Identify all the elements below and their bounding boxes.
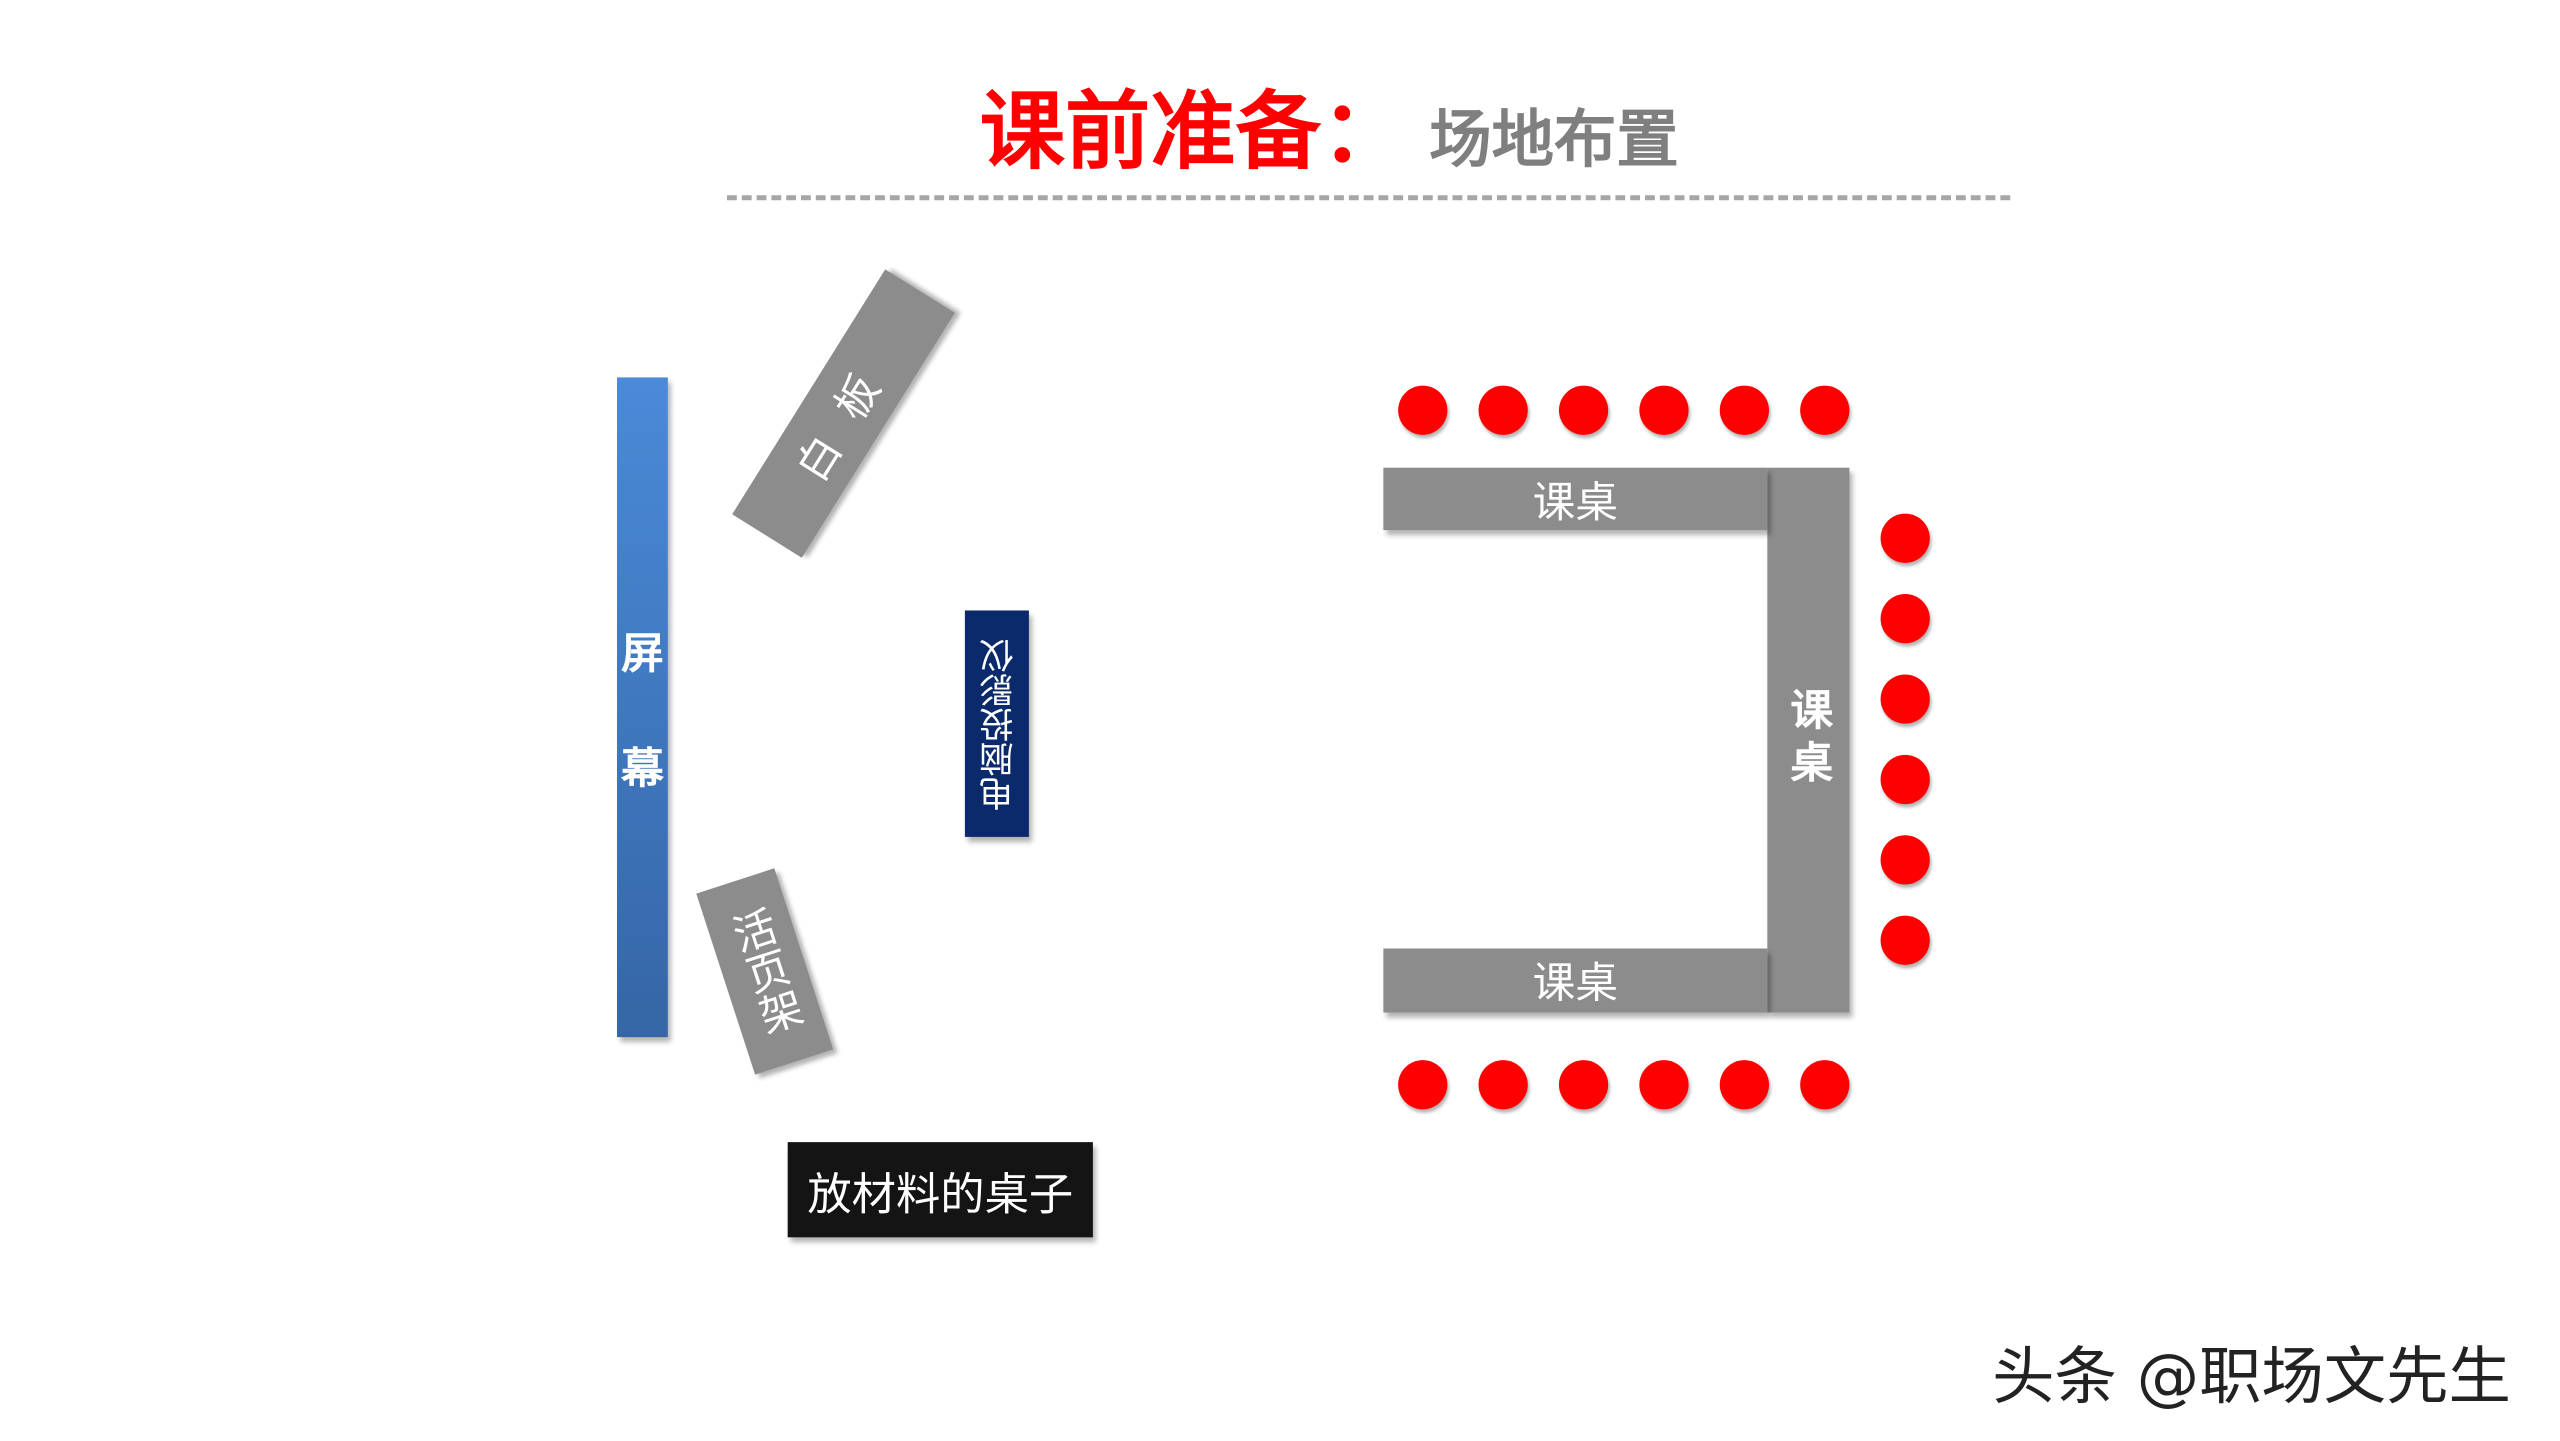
seat-top — [1800, 385, 1850, 435]
desk-bottom: 课桌 — [1383, 948, 1768, 1013]
seat-top — [1639, 385, 1689, 435]
title-sub: 场地布置 — [1429, 103, 1679, 176]
seat-right — [1880, 513, 1930, 563]
flipchart-label: 活页架 — [720, 903, 808, 1041]
seat-right — [1880, 754, 1930, 805]
seat-bottom — [1478, 1060, 1528, 1110]
projector-label: 电脑投影仪 — [977, 637, 1017, 810]
seat-bottom — [1800, 1060, 1850, 1110]
projection-screen: 屏 幕 — [617, 377, 668, 1038]
flipchart: 活页架 — [696, 868, 834, 1075]
screen-label-2: 幕 — [621, 745, 664, 795]
seat-right — [1880, 594, 1930, 644]
page-title: 课前准备： 场地布置 — [0, 62, 2560, 185]
material-table-label: 放材料的桌子 — [807, 1169, 1074, 1221]
whiteboard-label: 白板 — [787, 341, 907, 491]
watermark: 头条 @职场文先生 — [1992, 1340, 2511, 1413]
seat-bottom — [1639, 1060, 1689, 1110]
seat-top — [1719, 385, 1769, 435]
seat-bottom — [1398, 1060, 1448, 1110]
seat-right — [1880, 835, 1930, 885]
seat-top — [1398, 385, 1448, 435]
seat-right — [1880, 674, 1930, 724]
desk-right-label: 课桌 — [1782, 687, 1833, 793]
title-main: 课前准备： — [979, 83, 1407, 183]
desk-top-label: 课桌 — [1532, 478, 1619, 528]
seat-bottom — [1719, 1060, 1769, 1110]
desk-right: 课桌 — [1767, 467, 1850, 1013]
dashed-divider — [726, 195, 2011, 201]
desk-top: 课桌 — [1383, 467, 1768, 531]
material-table: 放材料的桌子 — [787, 1142, 1093, 1238]
seat-top — [1478, 385, 1528, 435]
screen-label-1: 屏 — [621, 630, 664, 680]
seat-bottom — [1558, 1060, 1609, 1110]
seat-right — [1880, 915, 1930, 965]
desk-bottom-label: 课桌 — [1532, 959, 1619, 1010]
seat-top — [1558, 385, 1609, 435]
whiteboard: 白板 — [732, 269, 955, 558]
projector: 电脑投影仪 — [964, 610, 1029, 837]
